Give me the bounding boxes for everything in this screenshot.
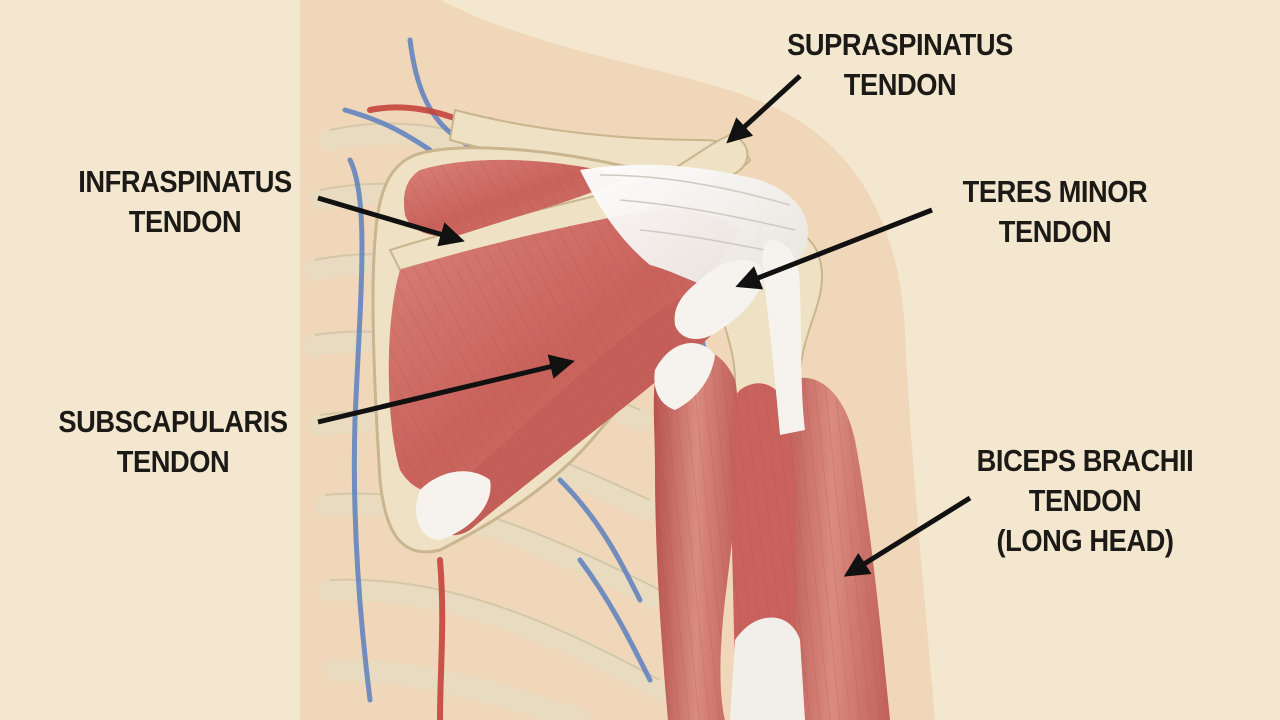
biceps-long-head-tendon xyxy=(762,240,805,435)
label-line: TENDON xyxy=(116,444,230,479)
label-biceps-brachii-tendon: BICEPS BRACHII TENDON (LONG HEAD) xyxy=(949,441,1222,561)
arrow-subscapularis xyxy=(317,354,575,425)
label-line: SUPRASPINATUS xyxy=(787,27,1013,62)
label-line: (LONG HEAD) xyxy=(996,523,1174,558)
label-supraspinatus-tendon: SUPRASPINATUS TENDON xyxy=(759,25,1041,105)
arrow-supraspinatus xyxy=(726,74,802,144)
label-line: SUBSCAPULARIS xyxy=(58,404,288,439)
arrow-infraspinatus xyxy=(317,195,465,247)
arrow-teres-minor xyxy=(735,207,933,290)
label-subscapularis-tendon: SUBSCAPULARIS TENDON xyxy=(37,402,310,482)
label-line: TENDON xyxy=(128,204,242,239)
label-line: TENDON xyxy=(1028,483,1142,518)
label-teres-minor-tendon: TERES MINOR TENDON xyxy=(919,172,1192,252)
arrow-biceps xyxy=(843,495,972,577)
label-line: TENDON xyxy=(998,214,1112,249)
biceps-distal-tendon xyxy=(730,617,805,720)
label-line: TERES MINOR xyxy=(962,174,1148,209)
subscap-tendon-end xyxy=(416,471,491,540)
label-line: BICEPS BRACHII xyxy=(976,443,1194,478)
label-line: TENDON xyxy=(843,67,957,102)
triceps-tendon-top xyxy=(654,343,715,410)
label-infraspinatus-tendon: INFRASPINATUS TENDON xyxy=(49,162,322,242)
veins xyxy=(342,37,733,703)
label-line: INFRASPINATUS xyxy=(78,164,292,199)
